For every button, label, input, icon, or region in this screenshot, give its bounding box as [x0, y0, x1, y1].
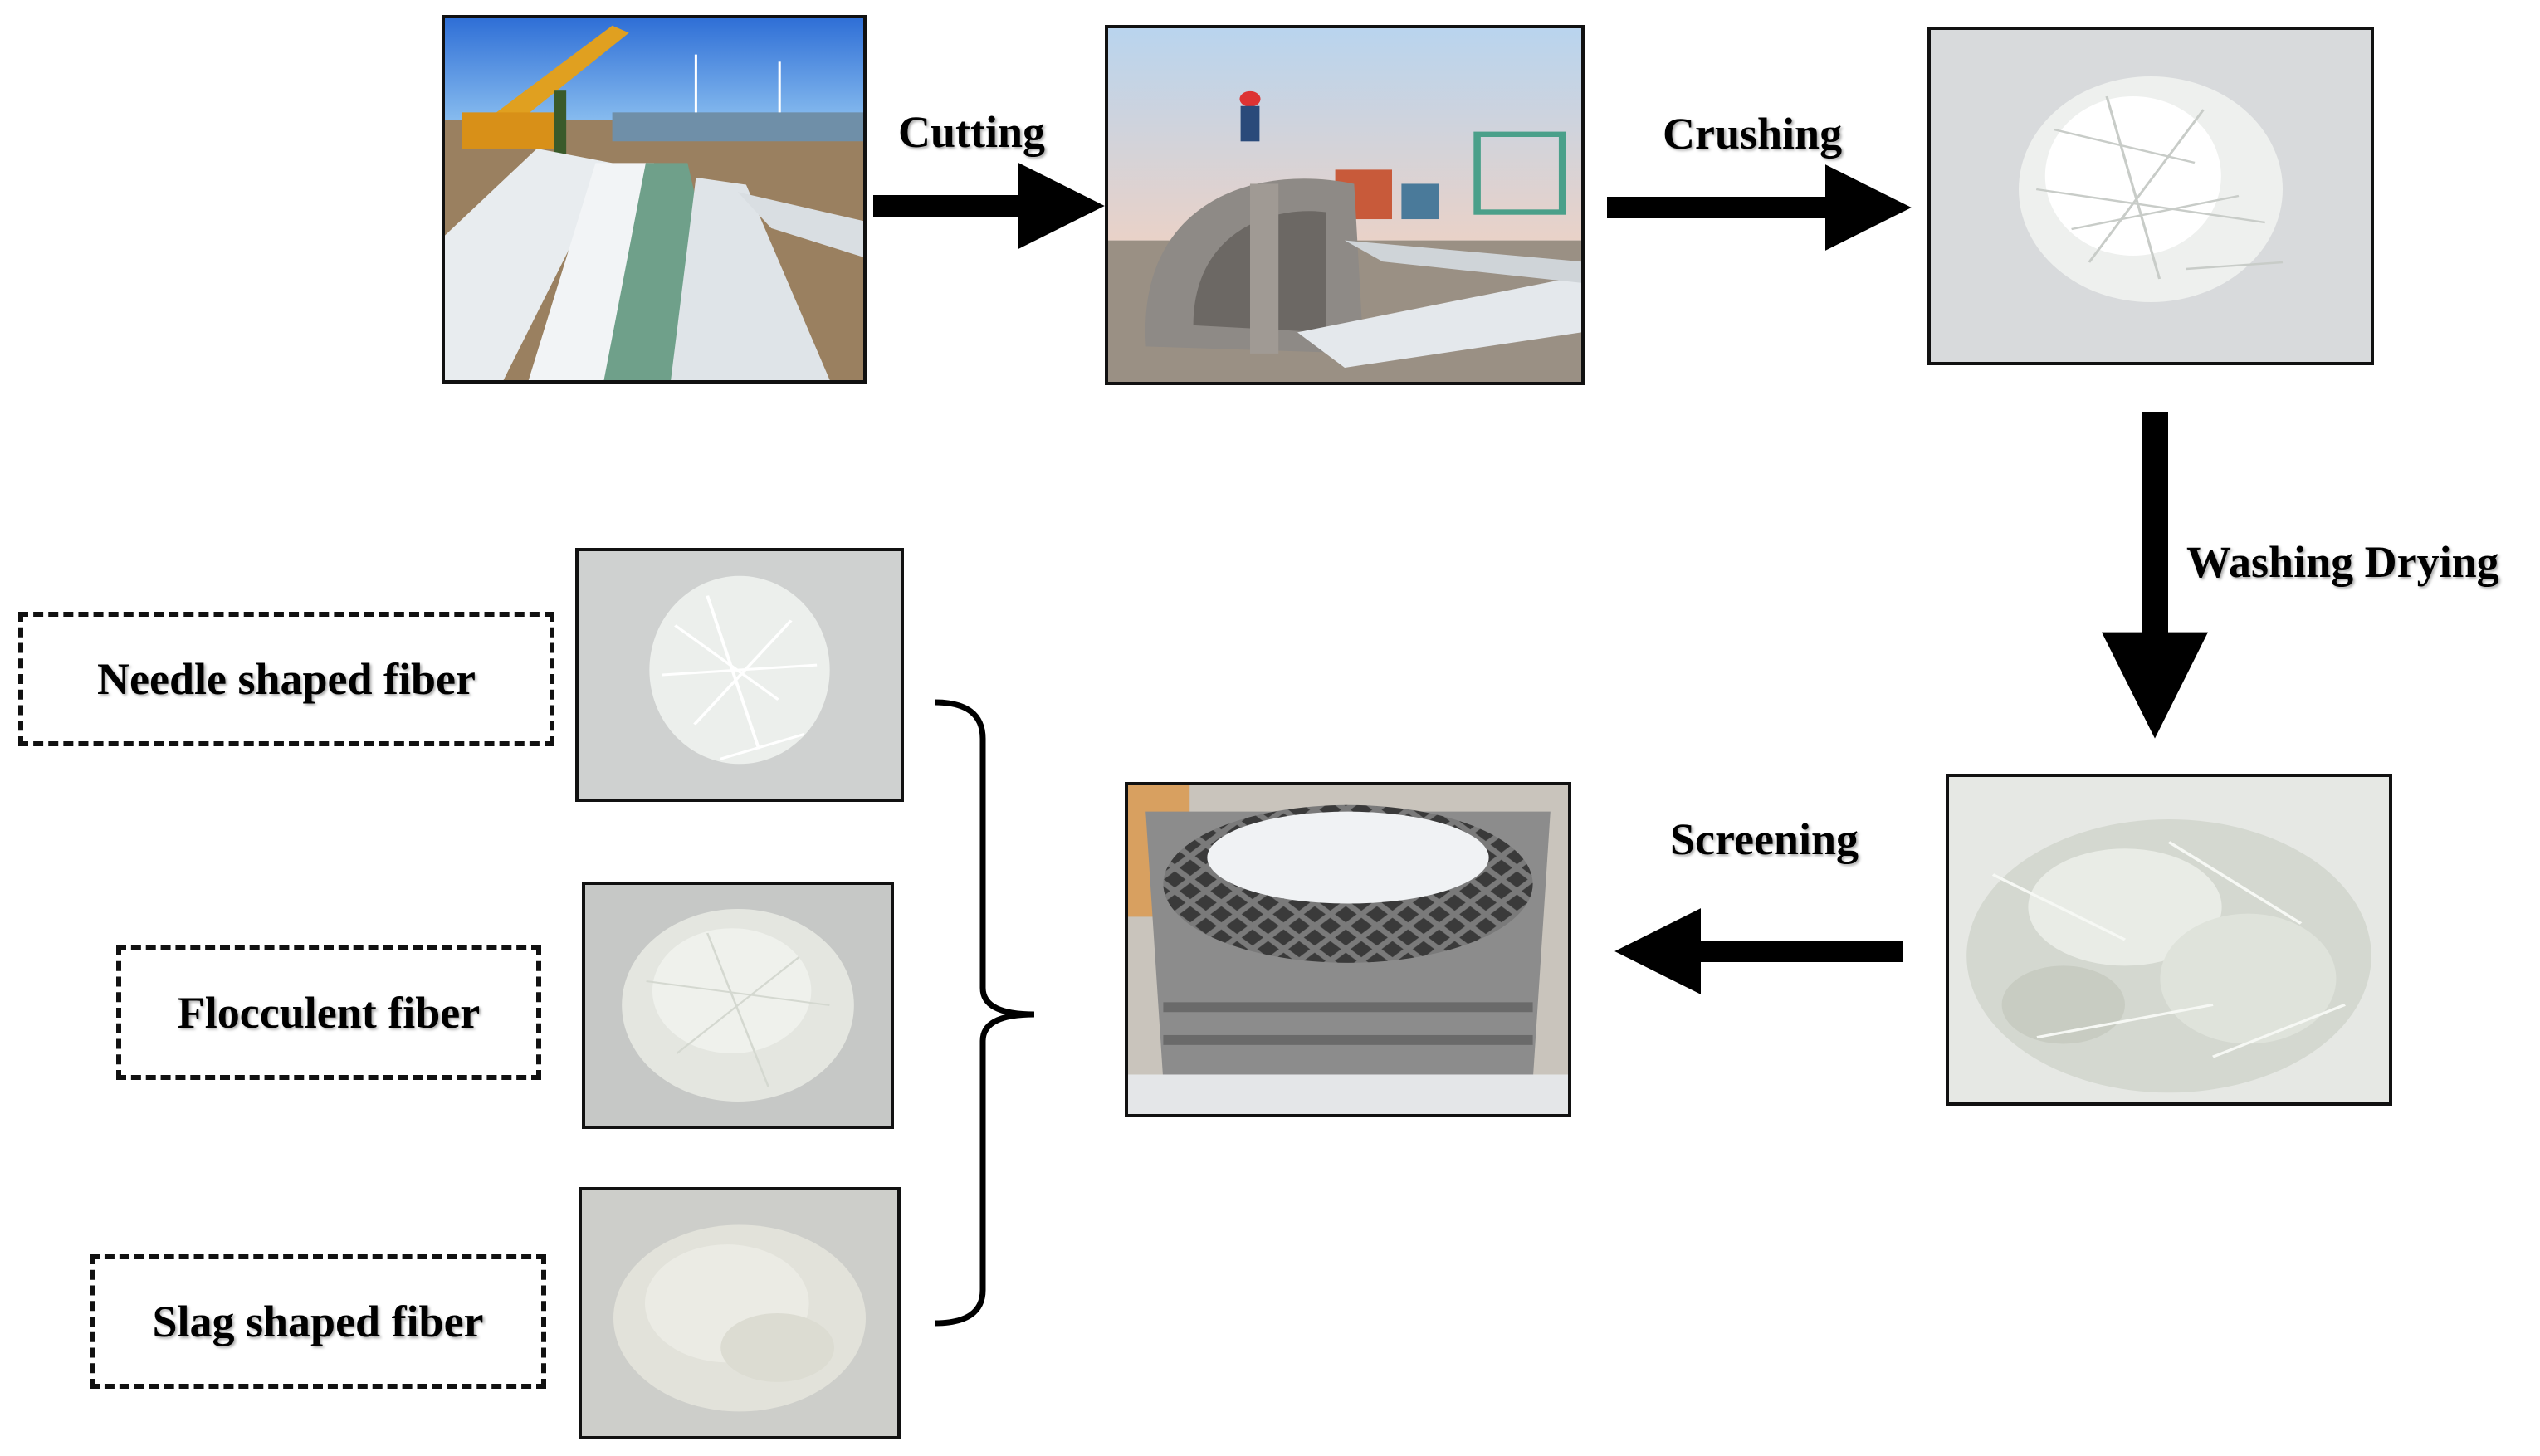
photo-slag-shaped-fiber	[579, 1187, 901, 1439]
fiber-type-box-flocculent: Flocculent fiber	[116, 945, 541, 1080]
step-label-screening: Screening	[1670, 814, 1859, 864]
fiber-type-box-needle: Needle shaped fiber	[18, 612, 554, 746]
fiber-type-label: Needle shaped fiber	[97, 654, 476, 704]
photo-wind-blades-site	[442, 15, 867, 384]
step-label-washing-drying: Washing Drying	[2186, 537, 2499, 587]
fiber-type-label: Flocculent fiber	[177, 988, 481, 1038]
step-label-cutting: Cutting	[898, 107, 1046, 157]
step-label-crushing: Crushing	[1663, 109, 1843, 159]
photo-sieve-screening	[1125, 782, 1571, 1117]
grouping-bracket	[934, 699, 1035, 1327]
photo-cut-blade-sections	[1105, 25, 1585, 385]
photo-crushed-fiber	[1927, 27, 2374, 365]
photo-flocculent-fiber	[582, 882, 894, 1129]
fiber-type-label: Slag shaped fiber	[152, 1297, 484, 1346]
photo-needle-shaped-fiber	[575, 548, 904, 802]
fiber-type-box-slag: Slag shaped fiber	[90, 1254, 546, 1389]
photo-washed-dried-fiber	[1946, 774, 2392, 1106]
